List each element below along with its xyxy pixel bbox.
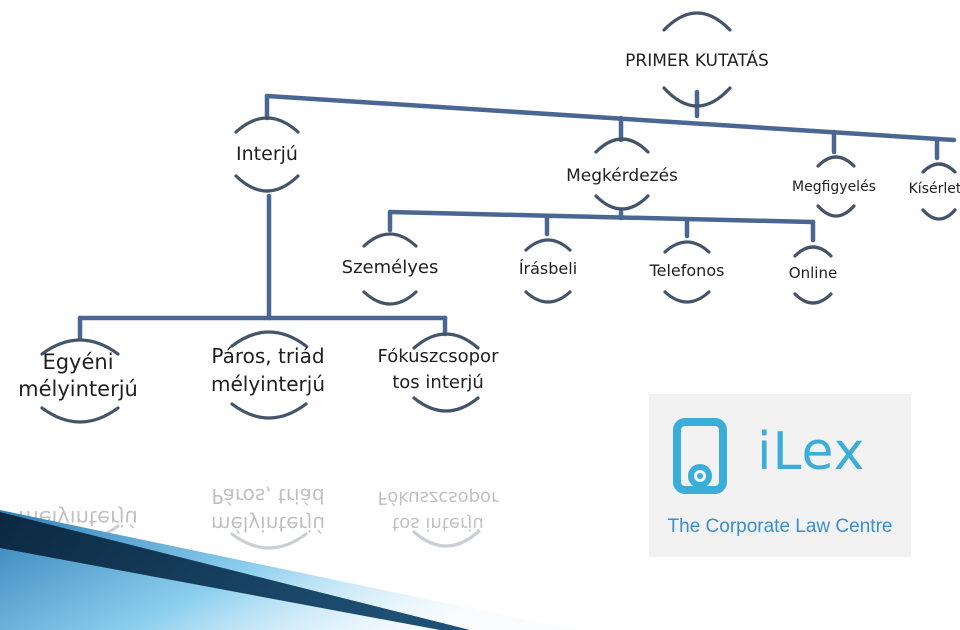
node-root: PRIMER KUTATÁS [625,49,769,71]
reflection-fokusz-2: Fókuszcsopor [378,487,500,508]
arc-szemelyes-top [362,232,418,248]
arc-telefonos-top [663,240,711,254]
arc-interju-bottom [234,174,300,193]
logo-caption: The Corporate Law Centre [667,516,893,537]
reflection-arc-paros [230,532,308,550]
arc-root-bottom [662,86,732,108]
node-kiserlet: Kísérlet [909,181,960,197]
connector-megkerdezes-bus [387,209,816,225]
arc-interju-top [234,116,300,134]
decor-dark-wedge [0,512,470,630]
node-interju: Interjú [236,143,298,165]
ilex-logo: iLex The Corporate Law Centre [649,394,911,557]
arc-telefonos-bottom [663,290,711,304]
node-paros-line1: Páros, triád [211,344,324,368]
node-megfigyeles: Megfigyelés [792,179,876,195]
arc-irasbeli-bottom [524,290,572,304]
phone-icon [673,418,727,494]
arc-megfigyeles-bottom [816,204,856,218]
arc-megfigyeles-top [816,155,856,168]
node-egyeni-line2: mélyinterjú [18,377,138,401]
arc-online-top [793,245,833,258]
arc-egyeni-top [40,338,120,356]
arc-irasbeli-top [524,238,572,252]
reflection-fokusz-1: tos interjú [392,513,484,534]
arc-kiserlet-top [921,162,957,174]
node-online: Online [789,264,837,282]
node-fokusz-line1: Fókuszcsopor [378,346,500,367]
arc-root-top [662,11,732,32]
arc-szemelyes-bottom [362,290,418,306]
reflection-paros-2: Páros, triád [211,484,324,508]
arc-megkerdezes-top [594,137,650,154]
node-irasbeli: Írásbeli [519,259,577,278]
node-fokusz-line2: tos interjú [392,372,484,393]
arc-fokusz-bottom [412,396,480,413]
reflection-paros-1: mélyinterjú [211,512,325,536]
arc-egyeni-bottom [40,406,120,424]
logo-wordmark: iLex [757,422,866,482]
arc-megkerdezes-bottom [594,194,650,211]
arc-online-bottom [793,292,833,305]
connector-root-bus [264,93,957,143]
reflection-arc-fokusz [412,530,480,548]
node-telefonos: Telefonos [649,261,725,280]
reflection: mélyinterjú mélyinterjú Páros, triád tos… [18,484,500,550]
node-arcs [40,11,957,424]
decor-light-wedge [0,510,575,630]
arc-paros-top [230,330,308,348]
arc-kiserlet-bottom [921,208,957,221]
node-paros-line2: mélyinterjú [211,372,325,396]
connectors [77,89,957,341]
node-megkerdezes: Megkérdezés [566,166,678,186]
node-szemelyes: Személyes [342,257,439,278]
corner-decoration [0,510,575,630]
node-labels: PRIMER KUTATÁS Interjú Megkérdezés Megfi… [18,49,960,401]
node-egyeni-line1: Egyéni [42,350,113,374]
arc-fokusz-top [412,332,480,350]
arc-paros-bottom [230,402,308,420]
